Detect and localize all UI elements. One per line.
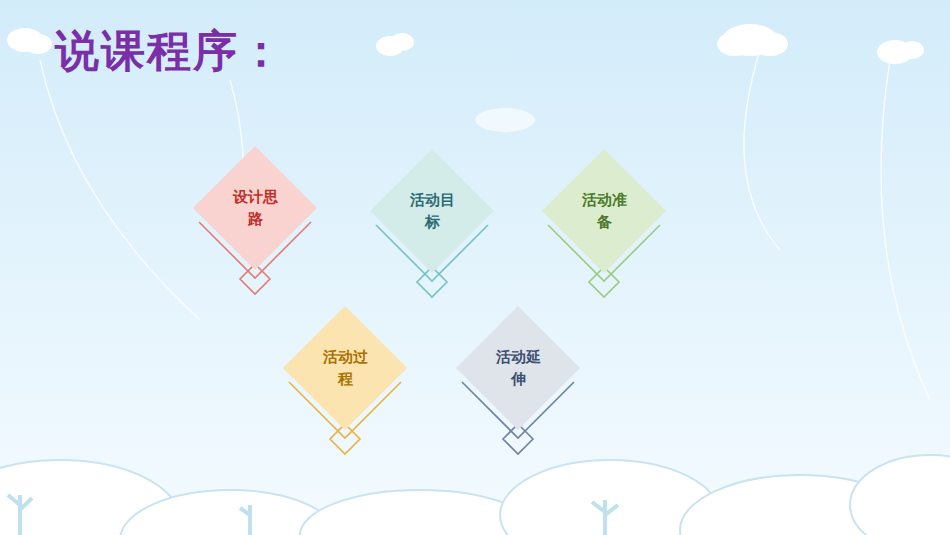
topic-label: 活动准备 [581,189,628,233]
diamond-shape [370,149,494,273]
topic-label: 活动目标 [409,189,456,233]
topic-diamond: 活动过程 [283,306,407,430]
diamond-fill [370,149,494,273]
diamond-fill [283,306,407,430]
ground-clouds [0,455,950,535]
topic-diamond: 活动准备 [542,149,666,273]
diamond-shape [542,149,666,273]
diamond-shape [283,306,407,430]
trees [8,495,618,535]
diamond-fill [193,146,317,270]
topic-label: 设计思路 [232,186,279,230]
diamond-fill [542,149,666,273]
diamond-fill [456,306,580,430]
topic-diamond: 活动延伸 [456,306,580,430]
slide-title: 说课程序： [55,22,285,81]
topic-label: 活动延伸 [495,346,542,390]
topic-label: 活动过程 [322,346,369,390]
diamond-shape [193,146,317,270]
topic-diamond: 活动目标 [370,149,494,273]
topic-diamond: 设计思路 [193,146,317,270]
diamond-shape [456,306,580,430]
